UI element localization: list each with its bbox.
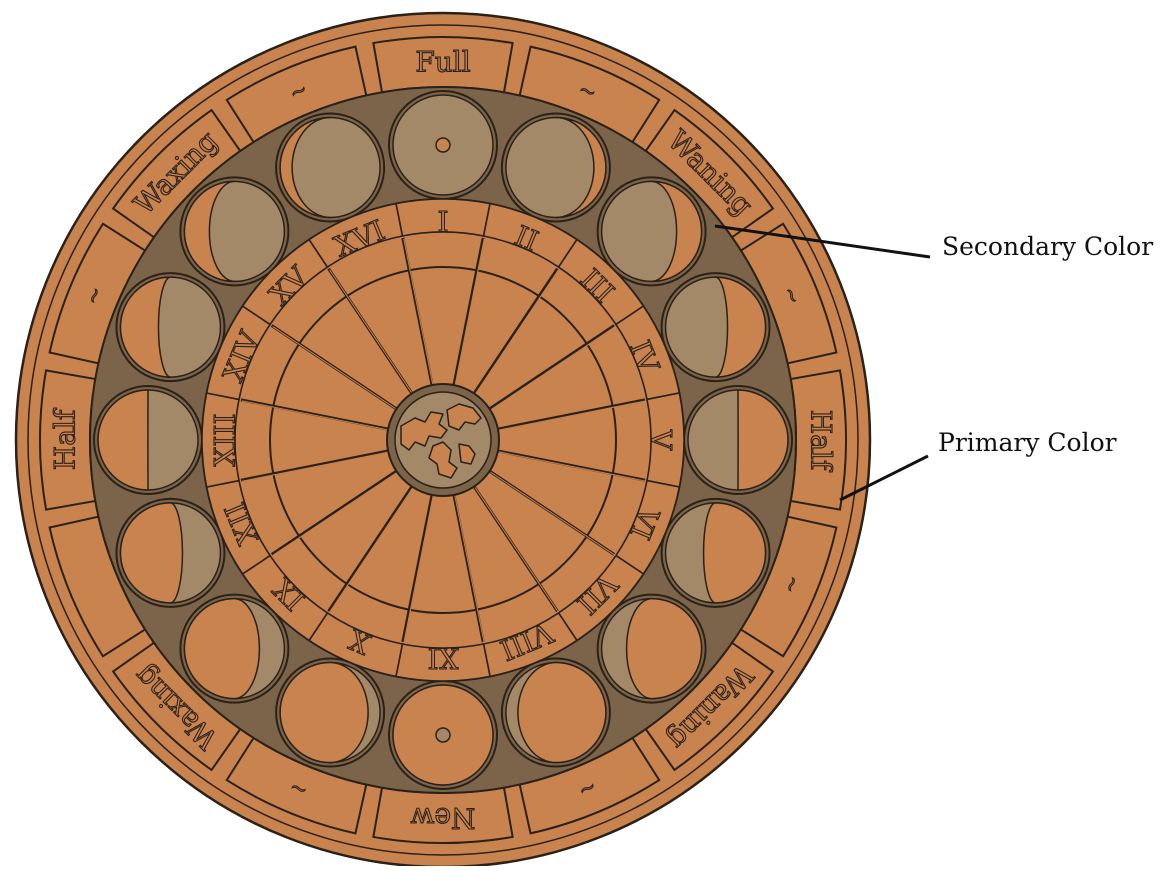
spoke <box>488 324 616 411</box>
outer-ring-label: Half <box>49 407 82 470</box>
spoke <box>327 485 414 613</box>
spoke-highlight <box>498 400 647 431</box>
outer-ring-label: Full <box>415 46 470 79</box>
moon-shadow <box>651 180 703 283</box>
moon-phase-icon <box>388 90 498 200</box>
spoke-highlight <box>490 471 616 556</box>
secondary-color-callout: Secondary Color <box>942 232 1154 261</box>
outer-ring-label: Half <box>805 410 838 473</box>
new-moon-dot <box>435 727 451 743</box>
spoke-highlight <box>403 238 434 387</box>
spoke <box>472 267 559 395</box>
spoke-highlight <box>329 487 414 613</box>
outer-ring-label: ~ <box>778 572 807 597</box>
moon-shadow <box>517 661 607 764</box>
planet-landmass <box>446 403 482 431</box>
spoke-highlight <box>329 269 414 395</box>
spoke-highlight <box>474 269 559 395</box>
spoke <box>452 494 485 643</box>
numeral-label: XIII <box>209 413 242 466</box>
spoke-highlight <box>490 326 616 411</box>
secondary-color-leader <box>714 224 931 259</box>
moon-phase-icon <box>596 593 707 704</box>
spoke-highlight <box>241 451 390 482</box>
spoke <box>497 449 646 482</box>
moon-phase-icon <box>596 176 707 287</box>
moon-shadow <box>183 597 261 700</box>
outer-ring-label: New <box>410 802 475 835</box>
spoke-highlight <box>403 495 434 644</box>
moon-shadow <box>119 502 184 604</box>
spoke-highlight <box>272 326 398 411</box>
spoke <box>240 398 389 431</box>
moon-shadow <box>279 116 331 219</box>
moon-phase-icon <box>115 497 226 608</box>
spoke <box>240 449 389 482</box>
spoke-highlight <box>474 487 559 613</box>
moon-shadow <box>183 180 235 283</box>
outer-rim-inner-edge <box>27 24 859 856</box>
numeral-label: I <box>437 206 448 239</box>
moon-phase-icon <box>179 176 290 287</box>
planet-landmass <box>428 441 458 479</box>
moon-phase-icon <box>660 497 771 608</box>
moon-shadow <box>625 597 703 700</box>
spoke-highlight <box>272 471 398 556</box>
spoke <box>497 398 646 431</box>
moon-phase-icon <box>93 385 203 495</box>
moon-phase-icon <box>683 385 793 495</box>
primary-color-leader <box>839 454 929 502</box>
moon-phase-icon <box>179 593 290 704</box>
spoke-highlight <box>498 451 647 482</box>
moon-shadow <box>715 276 767 378</box>
moon-shadow <box>555 116 607 219</box>
spoke <box>401 237 434 386</box>
moon-shadow <box>279 661 369 764</box>
moon-shadow <box>119 276 171 378</box>
moon-phase-icon <box>500 112 611 223</box>
spoke-highlight <box>241 400 390 431</box>
numeral-label: V <box>645 429 678 451</box>
numeral-label: XI <box>428 642 459 675</box>
spoke <box>270 469 398 556</box>
planet-landmass <box>400 411 448 451</box>
spoke <box>452 237 485 386</box>
planet-landmass <box>458 443 476 465</box>
full-moon-dot <box>435 137 451 153</box>
moon-phase-icon <box>388 680 498 790</box>
moon-phase-icon <box>115 272 226 383</box>
moon-shadow <box>97 389 151 491</box>
moon-phase-icon <box>660 272 771 383</box>
moon-shadow <box>702 502 767 604</box>
moon-phase-icon <box>275 112 386 223</box>
spoke-highlight <box>454 238 485 387</box>
numeral-segment <box>307 202 404 269</box>
spoke-highlight <box>454 495 485 644</box>
moon-shadow <box>735 389 789 491</box>
primary-color-callout: Primary Color <box>938 428 1117 457</box>
spoke <box>401 494 434 643</box>
moon-phase-icon <box>500 657 611 768</box>
moon-phase-icon <box>275 657 386 768</box>
